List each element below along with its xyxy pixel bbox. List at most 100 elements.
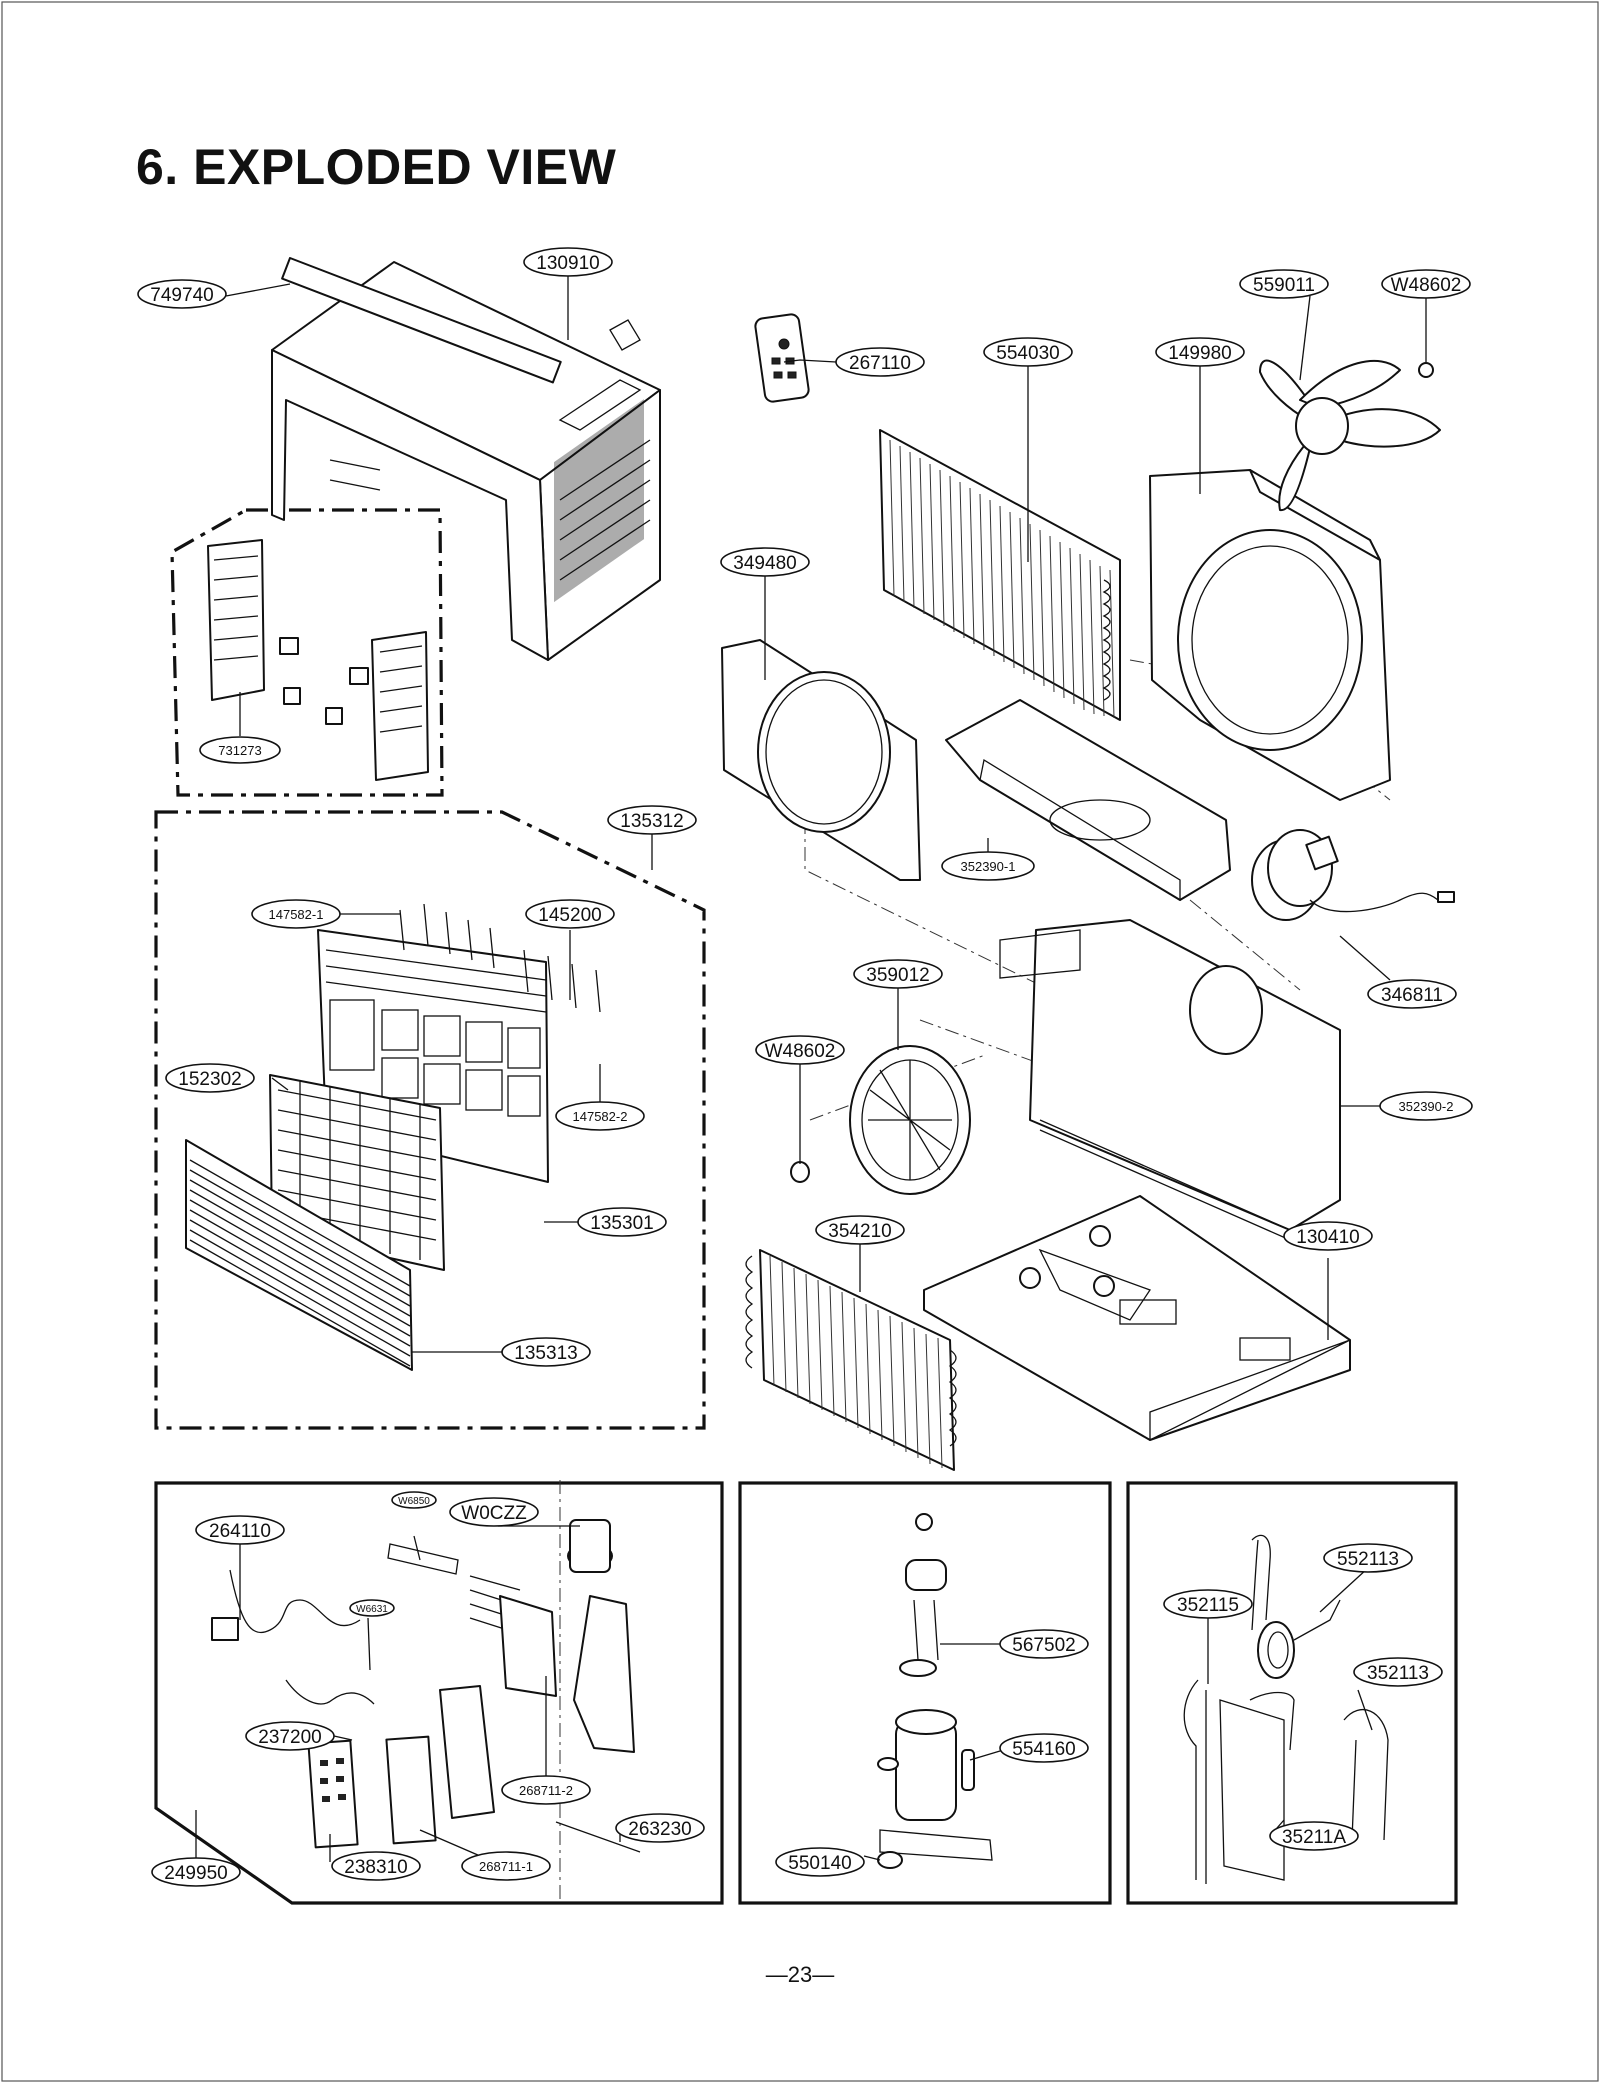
callout-147582-2: 147582-2 [555,1101,645,1131]
svg-text:147582-1: 147582-1 [269,907,324,922]
callout-268711-2: 268711-2 [501,1775,591,1805]
control-box-parts [207,539,429,781]
propeller-fan-part [1259,359,1441,512]
compressor-parts [877,1513,993,1869]
control-box-group-box [170,508,444,797]
svg-text:268711-1: 268711-1 [479,1859,533,1874]
evaporator-coil-part [745,1249,957,1471]
svg-text:149980: 149980 [1168,343,1231,364]
svg-text:354210: 354210 [828,1221,891,1242]
callout-135313: 135313 [501,1337,591,1367]
callout-w48602-fan-nut: W48602 [1381,269,1471,299]
callout-237200: 237200 [245,1721,335,1751]
callout-149980: 149980 [1155,337,1245,367]
callout-749740: 749740 [137,279,227,309]
callout-550140: 550140 [775,1847,865,1877]
callout-352390-1: 352390-1 [941,851,1035,881]
svg-text:135312: 135312 [620,811,683,832]
callout-130910: 130910 [523,247,613,277]
callout-130410: 130410 [1283,1221,1373,1251]
drain-pan-part [945,699,1231,902]
remote-control-part [754,313,810,403]
callout-567502: 567502 [999,1629,1089,1659]
svg-text:237200: 237200 [258,1727,321,1748]
callout-346811: 346811 [1367,979,1457,1009]
svg-text:346811: 346811 [1381,985,1443,1006]
svg-text:359012: 359012 [866,965,929,986]
page-title: 6. EXPLODED VIEW [136,139,617,195]
page-number: —23— [765,1962,835,1987]
callout-w6631: W6631 [349,1599,395,1617]
condenser-coil-part [879,429,1121,721]
svg-text:352115: 352115 [1177,1595,1239,1616]
callout-352115: 352115 [1163,1589,1253,1619]
callout-559011: 559011 [1239,269,1329,299]
svg-text:349480: 349480 [733,553,796,574]
callout-w6850: W6850 [391,1491,437,1509]
fan-motor-part [1251,829,1455,921]
front-panel-parts [185,903,601,1371]
refrigerant-pipe-parts [1183,1534,1389,1884]
callout-352390-2: 352390-2 [1379,1091,1473,1121]
refrigerant-pipe-group-box [1126,1481,1458,1905]
svg-text:352113: 352113 [1367,1663,1429,1684]
svg-text:135301: 135301 [590,1213,653,1234]
svg-text:263230: 263230 [628,1819,691,1840]
callout-145200: 145200 [525,899,615,929]
callout-249950: 249950 [151,1857,241,1887]
svg-text:267110: 267110 [849,353,911,374]
svg-text:W48602: W48602 [1391,275,1462,296]
svg-text:559011: 559011 [1253,275,1315,296]
svg-text:731273: 731273 [218,743,261,758]
svg-text:249950: 249950 [164,1863,227,1884]
svg-text:554160: 554160 [1012,1739,1075,1760]
callout-354210: 354210 [815,1215,905,1245]
blower-fan-part [790,1045,971,1195]
svg-text:352390-2: 352390-2 [1399,1099,1454,1114]
callout-35211a: 35211A [1269,1821,1359,1851]
callout-264110: 264110 [195,1515,285,1545]
fan-shroud-part [1149,469,1391,801]
svg-text:268711-2: 268711-2 [519,1783,573,1798]
svg-text:130410: 130410 [1296,1227,1359,1248]
base-pan-part [923,1195,1351,1442]
callout-135312: 135312 [607,805,697,835]
callout-731273: 731273 [199,736,281,764]
svg-text:130910: 130910 [536,253,599,274]
svg-text:238310: 238310 [344,1857,407,1878]
callout-152302: 152302 [165,1063,255,1093]
callout-238310: 238310 [331,1851,421,1881]
callout-w48602-blower-nut: W48602 [755,1035,845,1065]
callout-349480: 349480 [720,547,810,577]
callout-147582-1: 147582-1 [251,899,341,929]
compressor-group-box [738,1481,1112,1905]
svg-text:550140: 550140 [788,1853,851,1874]
svg-text:552113: 552113 [1337,1549,1399,1570]
svg-text:749740: 749740 [150,285,213,306]
callout-552113: 552113 [1323,1543,1413,1573]
callout-268711-1: 268711-1 [461,1851,551,1881]
svg-text:W0CZZ: W0CZZ [461,1503,527,1524]
cabinet-part [271,257,661,661]
callout-352113: 352113 [1353,1657,1443,1687]
svg-text:264110: 264110 [209,1521,271,1542]
svg-text:152302: 152302 [178,1069,241,1090]
group-boxes [154,508,1458,1905]
callout-554160: 554160 [999,1733,1089,1763]
callout-263230: 263230 [615,1813,705,1843]
callout-554030: 554030 [983,337,1073,367]
svg-text:145200: 145200 [538,905,601,926]
svg-text:W48602: W48602 [765,1041,836,1062]
callout-267110: 267110 [835,347,925,377]
svg-text:W6631: W6631 [356,1604,388,1615]
leader-lines [195,269,1427,1863]
electrical-group-box [154,1481,724,1905]
svg-text:135313: 135313 [514,1343,577,1364]
svg-text:147582-2: 147582-2 [573,1109,628,1124]
callouts: 749740 130910 267110 554030 149980 55901… [137,247,1473,1887]
callout-359012: 359012 [853,959,943,989]
front-panel-group-box [154,810,706,1430]
